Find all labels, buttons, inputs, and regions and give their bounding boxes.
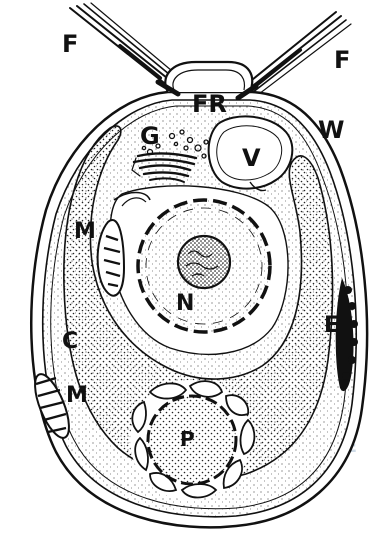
label-flagellar-root: FR <box>192 90 227 118</box>
label-pyrenoid: P <box>180 427 195 451</box>
flagellum-left <box>70 3 178 86</box>
label-eyespot: E <box>324 313 339 338</box>
label-nucleus: N <box>176 291 194 316</box>
label-flagellum-right: F <box>334 46 350 74</box>
apical-papilla <box>165 62 252 92</box>
label-wall: W <box>318 116 344 144</box>
label-mitochondrion-upper: M <box>74 219 96 244</box>
label-vacuole: V <box>242 144 261 172</box>
nucleolus <box>178 236 230 288</box>
label-flagellum-left: F <box>62 30 78 58</box>
label-cytoplasm: C <box>62 329 78 354</box>
label-golgi: G <box>140 122 160 150</box>
label-mitochondrion-lower: M <box>66 383 88 408</box>
